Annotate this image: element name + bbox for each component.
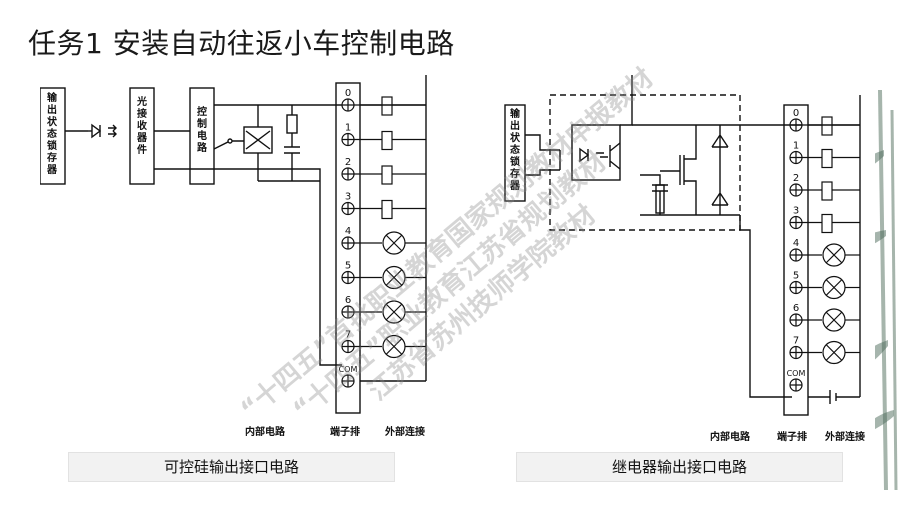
terminal-label: 1 [793, 141, 799, 152]
control-label: 控制电路 [197, 105, 208, 154]
terminal-label: 7 [345, 330, 351, 341]
relay-coil [381, 199, 393, 220]
terminal-2: 2 [341, 157, 426, 185]
optical-receiver-block [129, 87, 155, 185]
relay-terminal-strip [783, 104, 809, 416]
relay-coil [381, 130, 393, 151]
terminal-com: COM [339, 365, 358, 388]
terminal-5: 5 [341, 261, 426, 290]
caption-relay: 继电器输出接口电路 [516, 452, 843, 482]
relay-coil [381, 165, 393, 185]
terminal-0: 0 [789, 108, 860, 136]
relay-bottom-label-terminals: 端子排 [777, 430, 807, 443]
relay-bottom-label-internal: 内部电路 [710, 430, 751, 443]
terminal-label: 7 [793, 336, 799, 347]
terminal-label: 5 [345, 261, 351, 272]
terminal-label: 4 [793, 238, 799, 249]
page-title: 任务1 安装自动往返小车控制电路 [28, 27, 455, 60]
terminal-label: 0 [793, 108, 799, 119]
terminal-4: 4 [341, 226, 426, 255]
relay-coil [821, 213, 833, 234]
terminal-7: 7 [789, 336, 860, 365]
relay-latch-block [504, 104, 526, 202]
relay-bottom-label-external: 外部连接 [824, 430, 865, 443]
terminal-1: 1 [789, 141, 860, 169]
terminal-4: 4 [789, 238, 860, 267]
terminal-label: 3 [793, 206, 799, 217]
terminal-label: 6 [345, 295, 351, 306]
terminal-3: 3 [341, 192, 426, 220]
caption-thyristor: 可控硅输出接口电路 [68, 452, 395, 482]
terminal-label: COM [339, 365, 358, 374]
terminal-label: 2 [793, 173, 799, 184]
bottom-label-external: 外部连接 [384, 425, 425, 438]
terminal-label: 4 [345, 226, 351, 237]
relay-latch-label: 输出状态锁存器 [509, 107, 521, 192]
terminal-com: COM [787, 369, 806, 392]
bottom-label-internal: 内部电路 [245, 425, 286, 438]
relay-coil [381, 96, 393, 116]
bottom-label-terminals: 端子排 [330, 425, 360, 438]
terminal-label: 6 [793, 303, 799, 314]
terminal-2: 2 [789, 173, 860, 201]
receiver-label: 光接收器件 [136, 95, 148, 156]
terminal-label: COM [787, 369, 806, 378]
terminal-5: 5 [789, 271, 860, 300]
terminal-label: 1 [345, 123, 351, 134]
terminal-6: 6 [789, 303, 860, 332]
snubber-resistor [286, 114, 298, 134]
relay-module-dashed [549, 94, 741, 231]
relay-coil [821, 181, 833, 201]
latch-block [39, 87, 66, 185]
terminal-0: 0 [341, 88, 426, 116]
relay-coil [821, 116, 833, 136]
terminal-7: 7 [341, 330, 426, 359]
relay-coil [821, 148, 833, 169]
terminal-6: 6 [341, 295, 426, 324]
led-symbol [91, 123, 102, 139]
terminal-3: 3 [789, 206, 860, 234]
control-circuit-block [189, 87, 215, 185]
terminal-strip [335, 82, 361, 414]
latch-label: 输出状态锁存器 [46, 91, 58, 176]
terminal-label: 0 [345, 88, 351, 99]
terminal-label: 2 [345, 157, 351, 168]
terminal-label: 5 [793, 271, 799, 282]
terminal-label: 3 [345, 192, 351, 203]
optocoupler [571, 124, 621, 181]
terminal-1: 1 [341, 123, 426, 151]
